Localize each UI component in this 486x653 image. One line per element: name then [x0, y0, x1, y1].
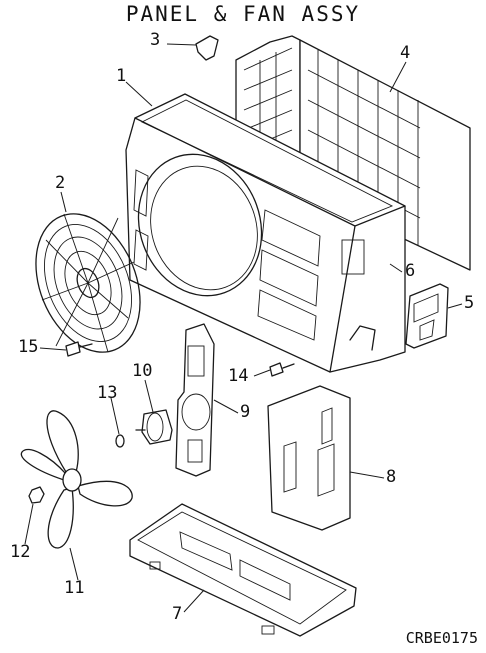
callout-4: 4 — [400, 43, 411, 63]
callout-3: 3 — [150, 30, 161, 50]
panel-screw — [269, 362, 295, 377]
callout-13: 13 — [97, 383, 118, 403]
callout-7: 7 — [172, 604, 183, 624]
fan-nut — [28, 486, 45, 504]
callout-1: 1 — [116, 66, 127, 86]
callout-10: 10 — [132, 361, 153, 381]
base-plate — [129, 503, 357, 637]
drawing-code: CRBE0175 — [405, 629, 478, 647]
top-bracket — [195, 35, 219, 61]
callout-2: 2 — [55, 173, 66, 193]
callout-14: 14 — [228, 366, 249, 386]
callout-15: 15 — [18, 337, 39, 357]
callout-11: 11 — [64, 578, 85, 598]
callout-6: 6 — [405, 261, 416, 281]
fan-motor — [135, 409, 173, 445]
partition-plate — [267, 385, 351, 531]
guard-screw — [65, 341, 93, 357]
propeller-fan — [20, 410, 133, 549]
washer — [115, 434, 125, 448]
outer-cabinet — [125, 93, 406, 373]
electrical-cover — [405, 283, 449, 349]
leader-lines — [24, 43, 463, 613]
motor-bracket — [175, 323, 215, 477]
callout-12: 12 — [10, 542, 31, 562]
callout-5: 5 — [464, 293, 475, 313]
fan-guard — [35, 213, 141, 353]
diagram-title: PANEL & FAN ASSY — [125, 2, 361, 26]
callout-8: 8 — [386, 467, 397, 487]
callout-9: 9 — [240, 402, 251, 422]
